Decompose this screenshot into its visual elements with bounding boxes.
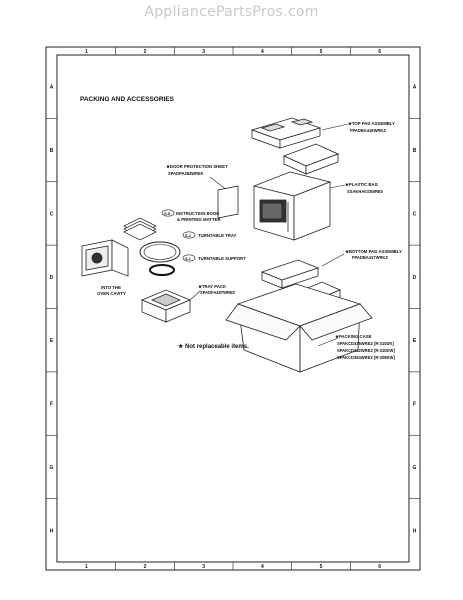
ref-s2-badge [182, 231, 196, 239]
door-sheet-drawing [217, 185, 239, 219]
ref-s1-label: S-1 [185, 257, 191, 261]
row-markers-left: A B C D E F G H [46, 85, 57, 534]
column-marker-4: 4 [261, 49, 264, 55]
packing-case-code1: SPAKCD335WREZ [R-310DK] [337, 341, 394, 346]
top-pad-code: FPADBA416WRKZ [350, 128, 386, 133]
watermark: AppliancePartsPros.com [144, 4, 319, 20]
packing-case-code3: SPAKCD354WREZ [R-308DW] [337, 355, 395, 360]
bottom-pad-leader [321, 253, 345, 267]
row-marker-A: A [50, 85, 54, 91]
row-marker-E: E [50, 338, 54, 344]
turntable-tray-drawing [139, 241, 181, 263]
door-sheet-code: SPADPA284WRE0 [168, 171, 204, 176]
turntable-support-name: TURNTABLE SUPPORT [198, 256, 246, 261]
packing-case-leader [317, 337, 339, 347]
ref-s5-badge [161, 209, 175, 217]
row-marker-C: C [50, 211, 54, 217]
row-marker-C: C [413, 211, 417, 217]
packing-case-drawing [225, 283, 373, 373]
top-pad-leader [321, 123, 349, 131]
row-markers-right: A B C D E F G H [409, 85, 420, 534]
packing-case-name: ★PACKING CASE [334, 334, 372, 339]
bottom-pad-code: FPADBA417WRKZ [352, 255, 388, 260]
row-marker-H: H [50, 528, 54, 534]
row-marker-D: D [50, 275, 54, 281]
row-marker-G: G [413, 465, 417, 471]
column-marker-1: 1 [85, 564, 88, 570]
column-marker-2: 2 [144, 49, 147, 55]
tray-pack-name: ★TRAY PACK [197, 284, 227, 289]
column-marker-3: 3 [202, 564, 205, 570]
column-marker-2: 2 [144, 564, 147, 570]
instruction-book-name: INSTRUCTION BOOK [176, 211, 220, 216]
microwave-in-bag-drawing [252, 171, 332, 241]
column-marker-6: 6 [378, 49, 381, 55]
row-marker-B: B [413, 148, 417, 154]
column-marker-5: 5 [320, 564, 323, 570]
top-pad-name: ★TOP PAD ASSEMBLY [347, 121, 395, 126]
row-marker-G: G [50, 465, 54, 471]
column-marker-5: 5 [320, 49, 323, 55]
column-marker-4: 4 [261, 564, 264, 570]
turntable-tray-name: TURNTABLE TRAY [198, 233, 237, 238]
tray-pack-drawing [140, 289, 192, 323]
tray-pack-leader [189, 290, 201, 301]
row-marker-A: A [413, 85, 417, 91]
tray-pack-code: SPADFA457WRE0 [200, 290, 236, 295]
diagram-title: PACKING AND ACCESSORIES [80, 96, 175, 103]
row-marker-B: B [50, 148, 54, 154]
upper-pad-drawing [282, 143, 340, 175]
door-sheet-name: ★DOOR PROTECTION SHEET [165, 164, 228, 169]
column-marker-1: 1 [85, 49, 88, 55]
oven-cavity-line1: INTO THE [101, 285, 121, 290]
not-replaceable-note: ★ Not replaceable items. [178, 343, 249, 350]
turntable-tray-inner [143, 244, 177, 260]
column-marker-3: 3 [202, 49, 205, 55]
plastic-bag-leader [329, 184, 346, 189]
top-pad-assembly-drawing [250, 117, 322, 149]
ref-s2-label: S-2 [185, 234, 191, 238]
plastic-bag-name: ★PLASTIC BAG [344, 182, 379, 187]
oven-cavity-drawing [81, 239, 129, 277]
instruction-book-name2: & PRINTING MATTER [177, 217, 221, 222]
row-marker-E: E [413, 338, 417, 344]
row-marker-D: D [413, 275, 417, 281]
column-marker-6: 6 [378, 564, 381, 570]
instruction-book-drawing [123, 217, 157, 241]
row-marker-F: F [413, 402, 416, 408]
row-marker-H: H [413, 528, 417, 534]
ref-s5-label: S-5 [164, 212, 170, 216]
row-marker-F: F [50, 402, 53, 408]
bottom-pad-name: ★BOTTOM PAD ASSEMBLY [344, 249, 402, 254]
ref-s1-badge [182, 254, 196, 262]
column-markers-bottom: 1 2 3 4 5 6 [85, 562, 381, 570]
packing-case-code2: SPAKCD342WREZ [R-310DW] [337, 348, 395, 353]
plastic-bag-code: SSAKHA033WRE0 [347, 189, 384, 194]
oven-cavity-line2: OVEN CAVITY [97, 291, 126, 296]
column-markers-top: 1 2 3 4 5 6 [85, 47, 381, 55]
turntable-support-drawing [149, 264, 175, 276]
